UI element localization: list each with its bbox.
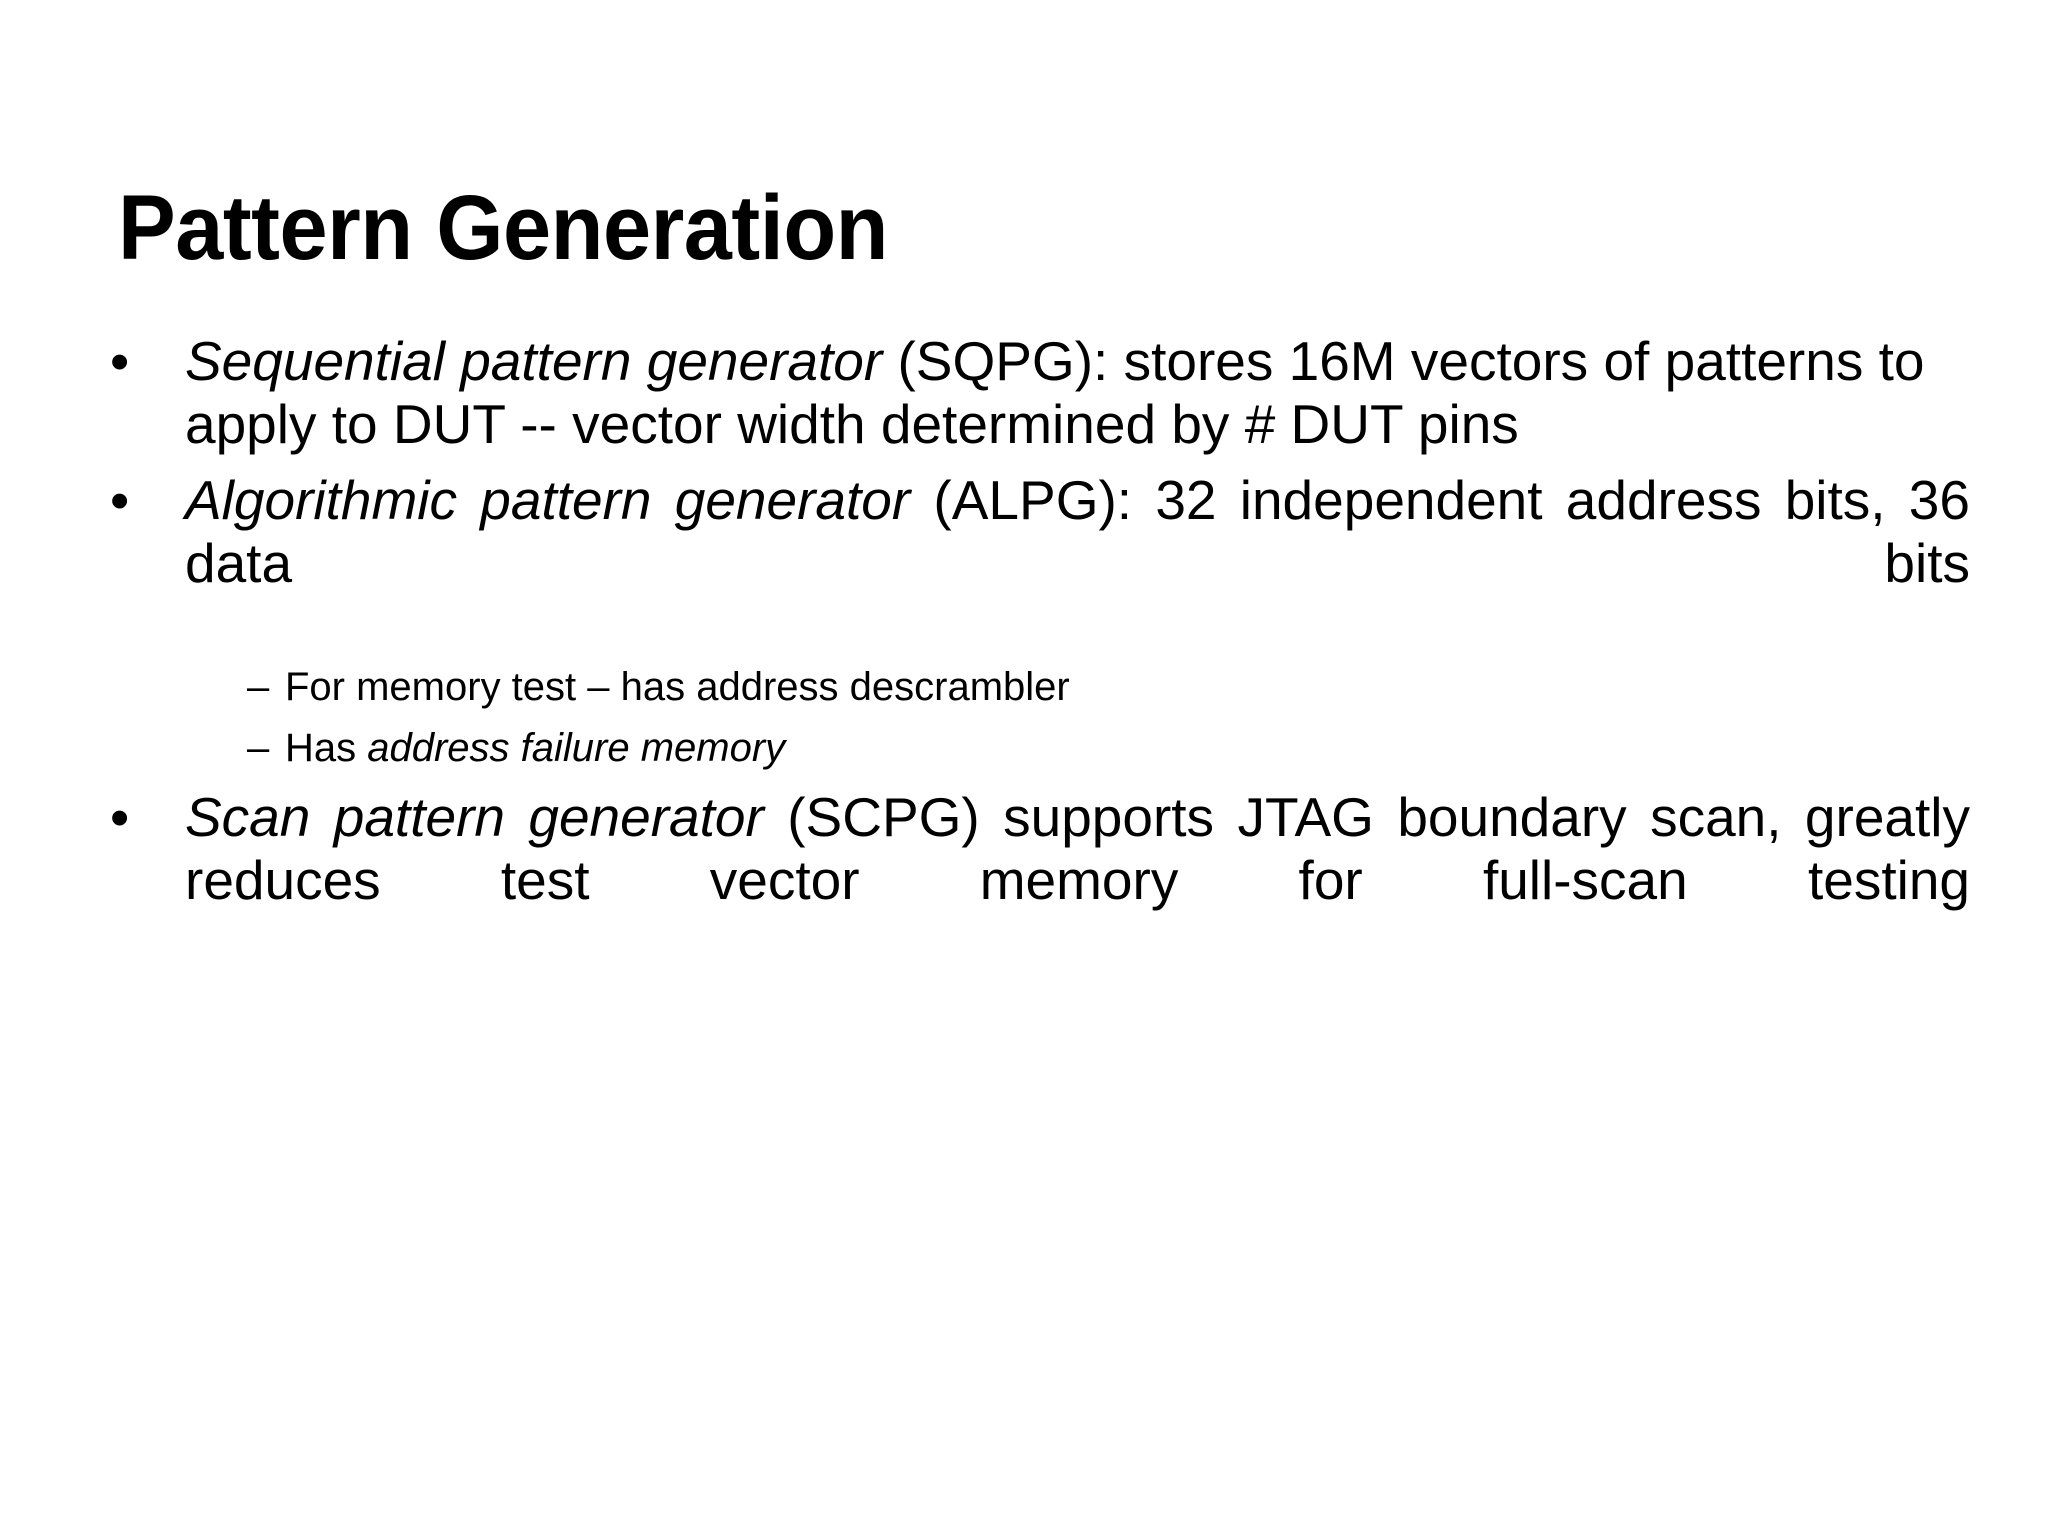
bullet-marker-icon: • bbox=[110, 330, 130, 392]
subbullet-text-afm: Has address failure memory bbox=[285, 726, 785, 770]
bullet-text-sqpg: Sequential pattern generator (SQPG): sto… bbox=[185, 330, 1970, 456]
bullet-rest-sqpg: (SQPG): stores 16M vectors of patterns t… bbox=[185, 330, 1925, 455]
bullet-emphasis-sqpg: Sequential pattern generator bbox=[185, 330, 883, 392]
bullet-emphasis-scpg: Scan pattern generator bbox=[185, 786, 764, 849]
bullet-text-scpg: Scan pattern generator (SCPG) supports J… bbox=[185, 786, 1970, 975]
bullet-text-alpg: Algorithmic pattern generator (ALPG): 32… bbox=[185, 469, 1970, 658]
bullet-list: • Sequential pattern generator (SQPG): s… bbox=[100, 330, 1970, 975]
page-title: Pattern Generation bbox=[118, 176, 889, 279]
subbullet-text-memtest: For memory test – has address descramble… bbox=[285, 665, 1070, 709]
bullet-emphasis-alpg: Algorithmic pattern generator bbox=[185, 468, 911, 531]
bullet-item-alpg: • Algorithmic pattern generator (ALPG): … bbox=[100, 469, 1970, 772]
bullet-marker-icon: • bbox=[110, 468, 130, 531]
subbullet-lead-afm: Has bbox=[285, 726, 368, 771]
bullet-item-scpg: • Scan pattern generator (SCPG) supports… bbox=[100, 786, 1970, 975]
subbullet-item-memtest: – For memory test – has address descramb… bbox=[185, 664, 1970, 711]
bullet-rest-scpg: (SCPG) supports JTAG boundary scan, grea… bbox=[185, 786, 1970, 912]
subbullet-emphasis-afm: address failure memory bbox=[367, 726, 786, 771]
slide-body: • Sequential pattern generator (SQPG): s… bbox=[100, 330, 1970, 988]
subbullet-list-alpg: – For memory test – has address descramb… bbox=[185, 664, 1970, 772]
bullet-item-sqpg: • Sequential pattern generator (SQPG): s… bbox=[100, 330, 1970, 456]
subbullet-item-afm: – Has address failure memory bbox=[185, 725, 1970, 772]
subbullet-marker-icon: – bbox=[247, 726, 270, 771]
bullet-marker-icon: • bbox=[110, 786, 130, 849]
bullet-rest-alpg: (ALPG): 32 independent address bits, 36 … bbox=[185, 468, 1970, 594]
subbullet-marker-icon: – bbox=[247, 664, 270, 709]
subbullet-lead-memtest: For memory test – has address descramble… bbox=[285, 664, 1070, 709]
